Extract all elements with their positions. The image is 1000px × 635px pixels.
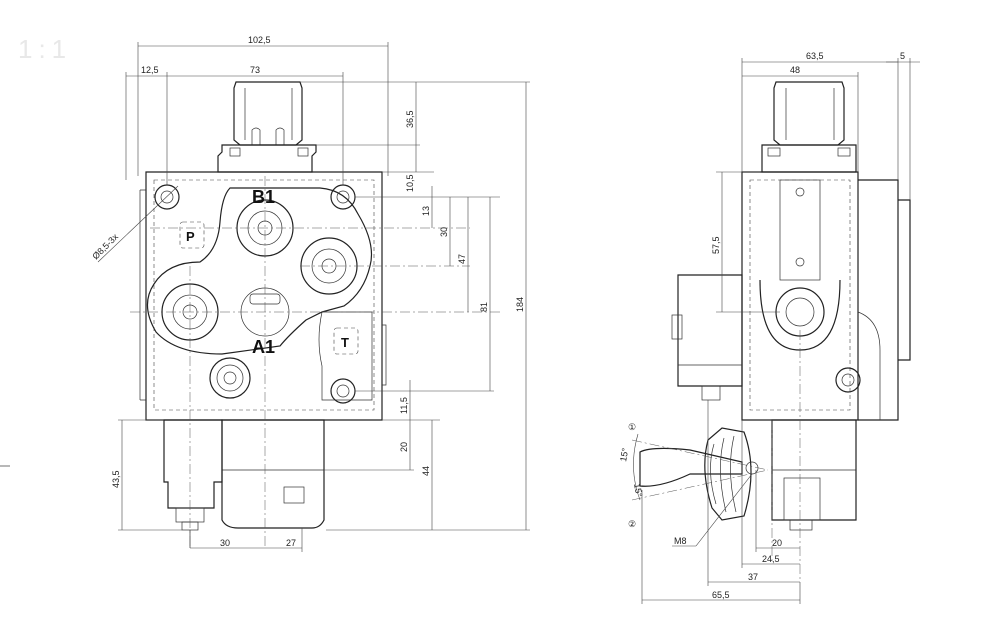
dim-63-5: 63,5: [806, 51, 824, 61]
angle-2-label: 15°: [632, 483, 644, 499]
thread-label: M8: [674, 536, 687, 546]
side-view: ① ② 15° 15° M8 63,5 5 48 57,5 20 24,5: [618, 51, 920, 604]
dim-37: 37: [748, 572, 758, 582]
port-p-label: P: [186, 229, 195, 244]
dim-24-5: 24,5: [762, 554, 780, 564]
dim-overall-height: 184: [515, 297, 525, 312]
dim-bottom-27: 27: [286, 538, 296, 548]
dim-hole-spacing: 73: [250, 65, 260, 75]
port-b1-label: B1: [252, 187, 275, 207]
dim-overall-width: 102,5: [248, 35, 271, 45]
port-a1-label: A1: [252, 337, 275, 357]
dim-65-5: 65,5: [712, 590, 730, 600]
dim-47: 47: [457, 254, 467, 264]
front-view: P T B1 A1 Ø8,5-3x 102,5 12,5 73: [90, 35, 530, 552]
position-1-marker: ①: [628, 422, 636, 432]
dim-30: 30: [439, 227, 449, 237]
dim-48: 48: [790, 65, 800, 75]
dim-20: 20: [399, 442, 409, 452]
scale-watermark: 1:1: [18, 34, 72, 64]
dim-left-offset: 12,5: [141, 65, 159, 75]
dim-44: 44: [421, 466, 431, 476]
dim-81: 81: [479, 302, 489, 312]
dim-57-5: 57,5: [711, 236, 721, 254]
dim-11-5: 11,5: [399, 397, 409, 414]
dim-43-5: 43,5: [111, 470, 121, 488]
dim-5: 5: [900, 51, 905, 61]
dim-side-20: 20: [772, 538, 782, 548]
dim-handle-height: 36,5: [405, 110, 415, 128]
dim-13: 13: [421, 206, 431, 216]
hole-diameter-note: Ø8,5-3x: [90, 231, 120, 261]
angle-1-label: 15°: [618, 447, 630, 463]
dim-10-5: 10,5: [405, 174, 415, 192]
position-2-marker: ②: [628, 519, 636, 529]
port-t-label: T: [341, 335, 349, 350]
dim-bottom-30: 30: [220, 538, 230, 548]
